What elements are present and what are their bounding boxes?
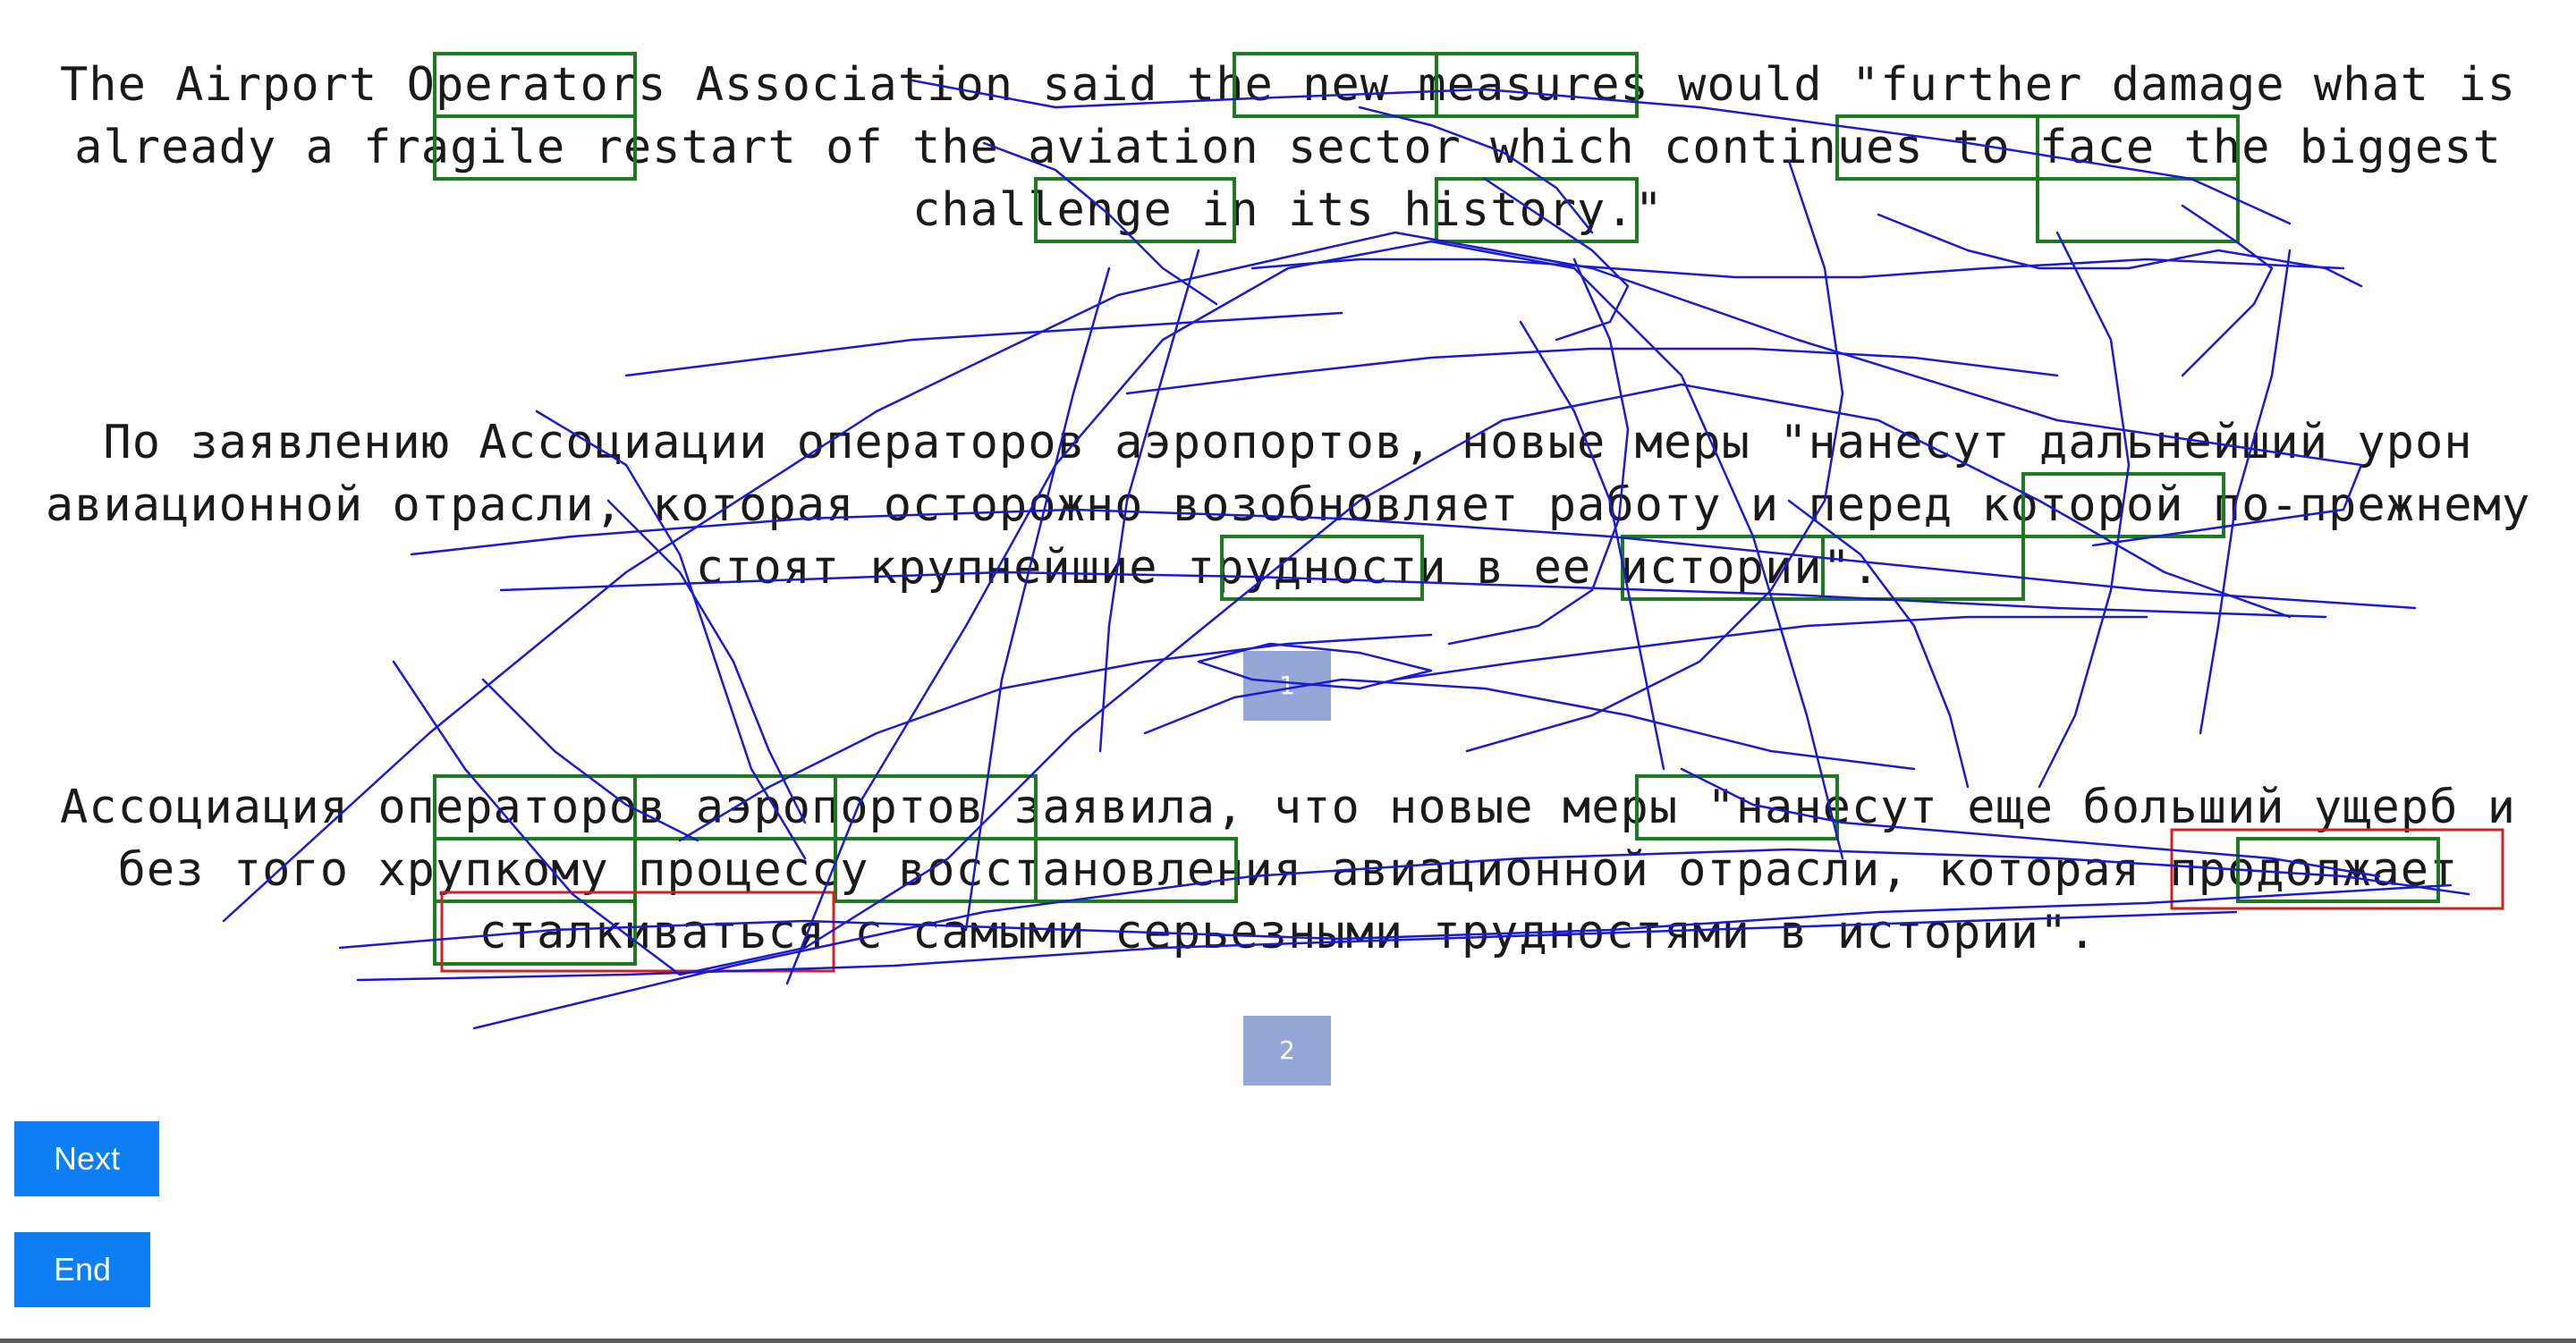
segment-badge-2[interactable]: 2: [1243, 1016, 1331, 1085]
bottom-divider: [0, 1339, 2576, 1343]
hypothesis-translation-paragraph: Ассоциация операторов аэропортов заявила…: [59, 781, 2517, 959]
scribble-stroke: [624, 311, 1343, 377]
reference-translation-paragraph: По заявлению Ассоциации операторов аэроп…: [45, 416, 2531, 595]
source-paragraph: The Airport Operators Association said t…: [59, 58, 2517, 237]
scribble-stroke: [1250, 258, 2345, 279]
end-button[interactable]: End: [14, 1232, 150, 1307]
scribble-stroke: [1125, 347, 2059, 395]
next-button[interactable]: Next: [14, 1121, 159, 1196]
segment-badge-1[interactable]: 1: [1243, 651, 1331, 721]
scribble-stroke: [1394, 615, 2148, 681]
